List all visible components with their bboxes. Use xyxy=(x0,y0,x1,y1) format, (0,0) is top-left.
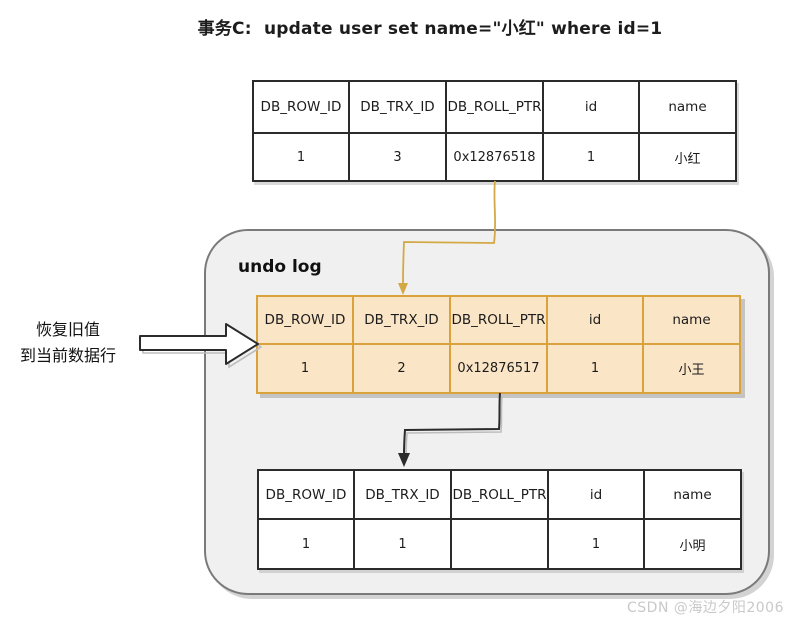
value-cell-db-roll-ptr: 0x12876518 xyxy=(447,134,544,180)
value-cell-id: 1 xyxy=(549,520,645,568)
undo-log-label: undo log xyxy=(238,257,322,277)
header-cell-name: name xyxy=(640,82,735,134)
header-cell-db-trx-id: DB_TRX_ID xyxy=(354,297,451,345)
header-cell-db-trx-id: DB_TRX_ID xyxy=(355,471,452,520)
header-cell-id: id xyxy=(544,82,640,134)
diagram-title: 事务C: update user set name="小红" where id=… xyxy=(197,19,663,39)
value-cell-db-roll-ptr xyxy=(452,520,549,568)
undo-log-row-v2-table: DB_ROW_ID DB_TRX_ID DB_ROLL_PTR id name … xyxy=(256,295,741,394)
header-cell-db-roll-ptr: DB_ROLL_PTR xyxy=(447,82,544,134)
value-cell-db-roll-ptr: 0x12876517 xyxy=(451,345,548,392)
value-cell-name: 小王 xyxy=(678,363,705,378)
header-cell-db-roll-ptr: DB_ROLL_PTR xyxy=(452,471,549,520)
value-cell-name: 小红 xyxy=(674,151,701,167)
restore-note: 恢复旧值 到当前数据行 xyxy=(4,317,132,369)
header-cell-db-row-id: DB_ROW_ID xyxy=(259,471,355,520)
watermark: CSDN @海边夕阳2006 xyxy=(627,600,784,616)
value-cell-name: 小明 xyxy=(679,538,706,554)
current-row-table: DB_ROW_ID DB_TRX_ID DB_ROLL_PTR id name … xyxy=(252,80,737,182)
value-cell-db-row-id: 1 xyxy=(254,134,350,180)
value-cell-db-trx-id: 1 xyxy=(355,520,452,568)
header-cell-db-roll-ptr: DB_ROLL_PTR xyxy=(451,297,548,345)
header-cell-name: name xyxy=(644,297,739,345)
value-cell-db-trx-id: 2 xyxy=(354,345,451,392)
value-cell-db-trx-id: 3 xyxy=(350,134,447,180)
header-cell-db-trx-id: DB_TRX_ID xyxy=(350,82,447,134)
value-cell-db-row-id: 1 xyxy=(259,520,355,568)
restore-note-line2: 到当前数据行 xyxy=(19,346,116,365)
header-cell-db-row-id: DB_ROW_ID xyxy=(258,297,354,345)
value-cell-id: 1 xyxy=(548,345,644,392)
value-cell-id: 1 xyxy=(544,134,640,180)
header-cell-db-row-id: DB_ROW_ID xyxy=(254,82,350,134)
header-cell-id: id xyxy=(548,297,644,345)
header-cell-name: name xyxy=(645,471,740,520)
value-cell-db-row-id: 1 xyxy=(258,345,354,392)
restore-note-line1: 恢复旧值 xyxy=(35,320,100,339)
undo-log-row-v1-table: DB_ROW_ID DB_TRX_ID DB_ROLL_PTR id name … xyxy=(257,469,742,570)
header-cell-id: id xyxy=(549,471,645,520)
